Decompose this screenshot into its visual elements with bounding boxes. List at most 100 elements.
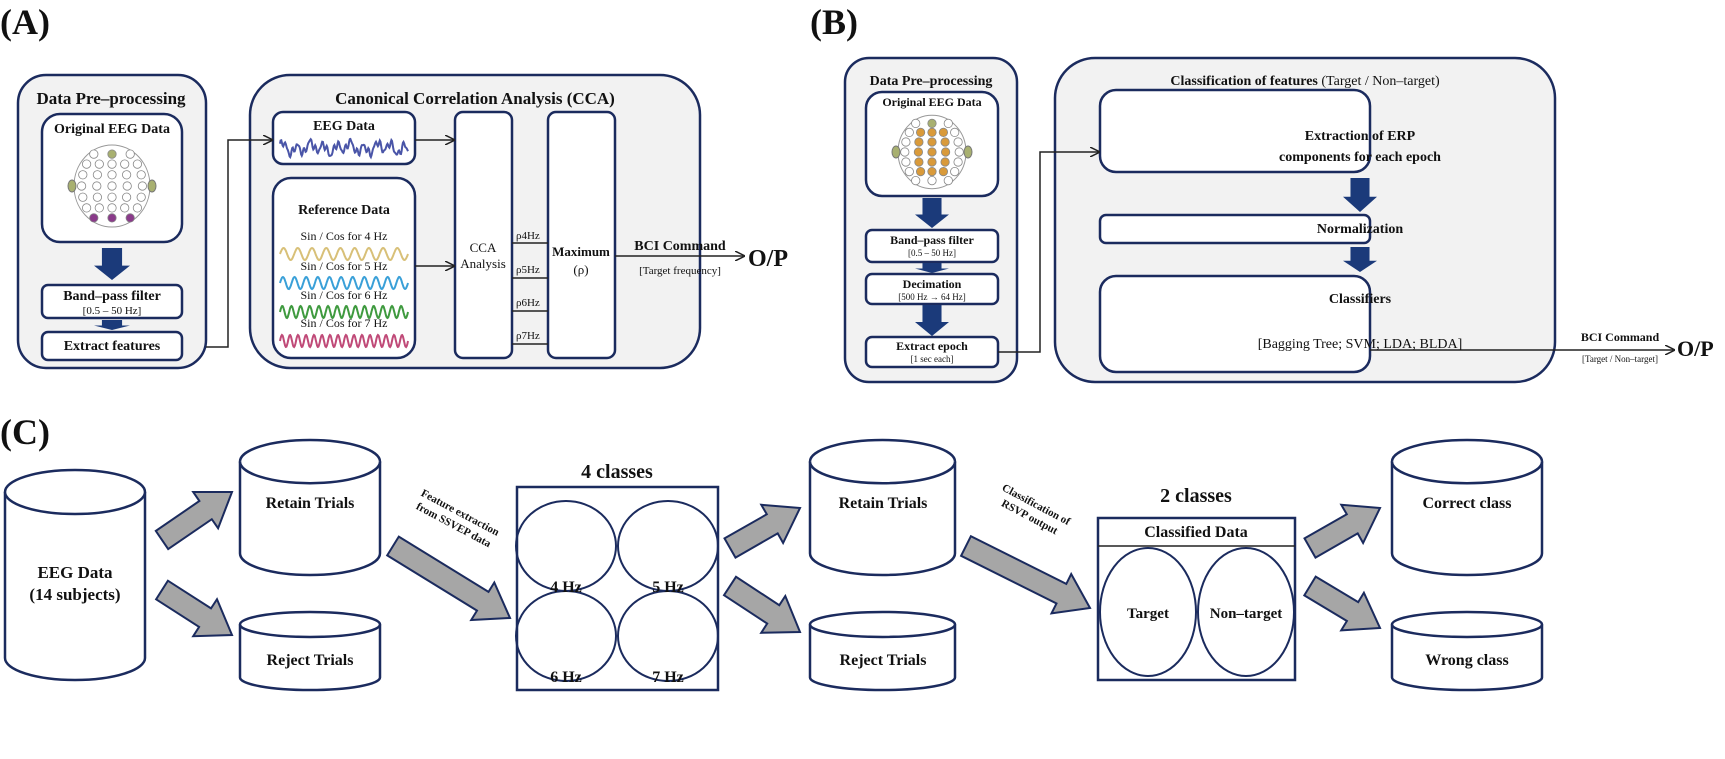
reference-data-label: Reference Data [298, 203, 390, 218]
electrode [940, 147, 951, 157]
b-output-label: O/P [1677, 336, 1714, 361]
electrode [927, 157, 937, 167]
nontarget-class: Non–target [1210, 606, 1282, 622]
wrong-class-cylinder [1390, 610, 1544, 692]
down-arrow-icon [94, 248, 130, 280]
electrode [940, 137, 950, 147]
electrode [122, 192, 132, 202]
preprocessing-title: Data Pre–processing [36, 89, 186, 108]
electrode [915, 167, 926, 177]
electrode [950, 167, 960, 177]
electrode [953, 157, 963, 167]
electrode [911, 118, 921, 129]
left-ear-electrode [891, 145, 901, 159]
electrode [82, 159, 92, 169]
electrode [132, 159, 142, 169]
gray-arrow [723, 503, 802, 559]
eeg-data-subjects-label-2: (14 subjects) [29, 585, 120, 604]
extract-features-label: Extract features [64, 339, 161, 354]
electrode [107, 192, 117, 202]
extract-epoch-sub: [1 sec each] [911, 354, 954, 364]
electrode [77, 181, 87, 191]
classification-rsvp-label: Classification of RSVP output [999, 482, 1072, 537]
wrong-class-label: Wrong class [1425, 652, 1508, 669]
retain-trials-2-cylinder-rim [808, 461, 957, 485]
panel-a-label: (A) [0, 2, 50, 42]
maximum-rho: (ρ) [573, 262, 588, 277]
erp-extraction-box [1098, 88, 1372, 174]
reject-trials-2-cylinder-rim [808, 624, 957, 639]
electrode [94, 159, 104, 169]
bandpass-box [40, 283, 184, 320]
electrode [927, 127, 937, 137]
decimation-range: [500 Hz → 64 Hz] [898, 292, 965, 302]
electrode [107, 181, 117, 191]
correct-class-label: Correct class [1423, 495, 1512, 512]
electrode [136, 170, 146, 180]
gray-arrow [154, 491, 234, 551]
feature-extraction-label: Feature extraction from SSVEP data [414, 487, 501, 550]
electrode [927, 167, 937, 177]
electrode [92, 181, 102, 191]
reject-trials-cylinder [238, 610, 382, 692]
ref-7hz-wave [279, 333, 409, 349]
bandpass-range: [0.5 – 50 Hz] [83, 305, 142, 317]
electrode [950, 127, 960, 137]
output-label: O/P [748, 246, 788, 272]
electrode [136, 192, 146, 202]
electrode [938, 167, 949, 177]
electrode [107, 170, 117, 180]
left-ear-electrode [67, 179, 77, 193]
cca-analysis-label-2: Analysis [460, 256, 506, 271]
electrode [938, 127, 949, 137]
electrode [914, 157, 924, 167]
electrode [132, 203, 142, 213]
electrode [943, 176, 953, 186]
b-bandpass-box [864, 228, 1000, 264]
class-5hz: 5 Hz [652, 579, 684, 596]
gray-arrow [154, 579, 234, 638]
panel-c-label: (C) [0, 412, 50, 452]
down-arrow-icon [1343, 178, 1377, 212]
two-classes-title: 2 classes [1160, 485, 1232, 507]
b-target-nontarget-label: [Target / Non–target] [1582, 354, 1658, 364]
electrode [927, 137, 937, 147]
bandpass-label: Band–pass filter [63, 289, 161, 304]
reject-trials-label: Reject Trials [267, 652, 354, 669]
electrode [901, 157, 911, 167]
class-circle [515, 590, 617, 682]
electrode [904, 167, 914, 177]
ref-7hz-label: Sin / Cos for 7 Hz [301, 316, 388, 330]
electrode [943, 118, 953, 129]
ref-5hz-label: Sin / Cos for 5 Hz [301, 259, 388, 273]
electrode [92, 192, 103, 202]
electrode [915, 127, 926, 137]
classifiers-box [1098, 274, 1372, 374]
electrode [913, 147, 924, 157]
extract-epoch-label: Extract epoch [896, 339, 968, 353]
down-arrow-icon [915, 263, 949, 273]
electrode [900, 147, 910, 157]
electrode [78, 192, 88, 202]
down-arrow-icon [94, 320, 130, 330]
reject-trials-2-cylinder [808, 610, 957, 692]
electrode [940, 157, 950, 167]
down-arrow-icon [915, 198, 949, 228]
eeg-data-label: EEG Data [313, 119, 375, 134]
rho-7hz: ρ7Hz [516, 330, 540, 342]
gray-arrow [959, 534, 1092, 615]
cca-analysis-label: CCA [470, 240, 497, 255]
b-bandpass-range: [0.5 – 50 Hz] [908, 248, 956, 258]
maximum-box [546, 110, 617, 360]
maximum-label: Maximum [552, 244, 610, 259]
class-4hz: 4 Hz [550, 579, 582, 596]
classifiers-label: Classifiers [1329, 292, 1392, 307]
b-bandpass-label: Band–pass filter [890, 233, 974, 247]
retain-trials-cylinder-rim [238, 461, 382, 485]
electrode [122, 170, 132, 180]
ref-6hz-wave [279, 304, 409, 320]
cca-analysis-box [453, 110, 514, 360]
connector-arrow [206, 140, 272, 348]
four-classes-title: 4 classes [581, 461, 653, 483]
classification-title: Classification of features (Target / Non… [1170, 74, 1440, 89]
